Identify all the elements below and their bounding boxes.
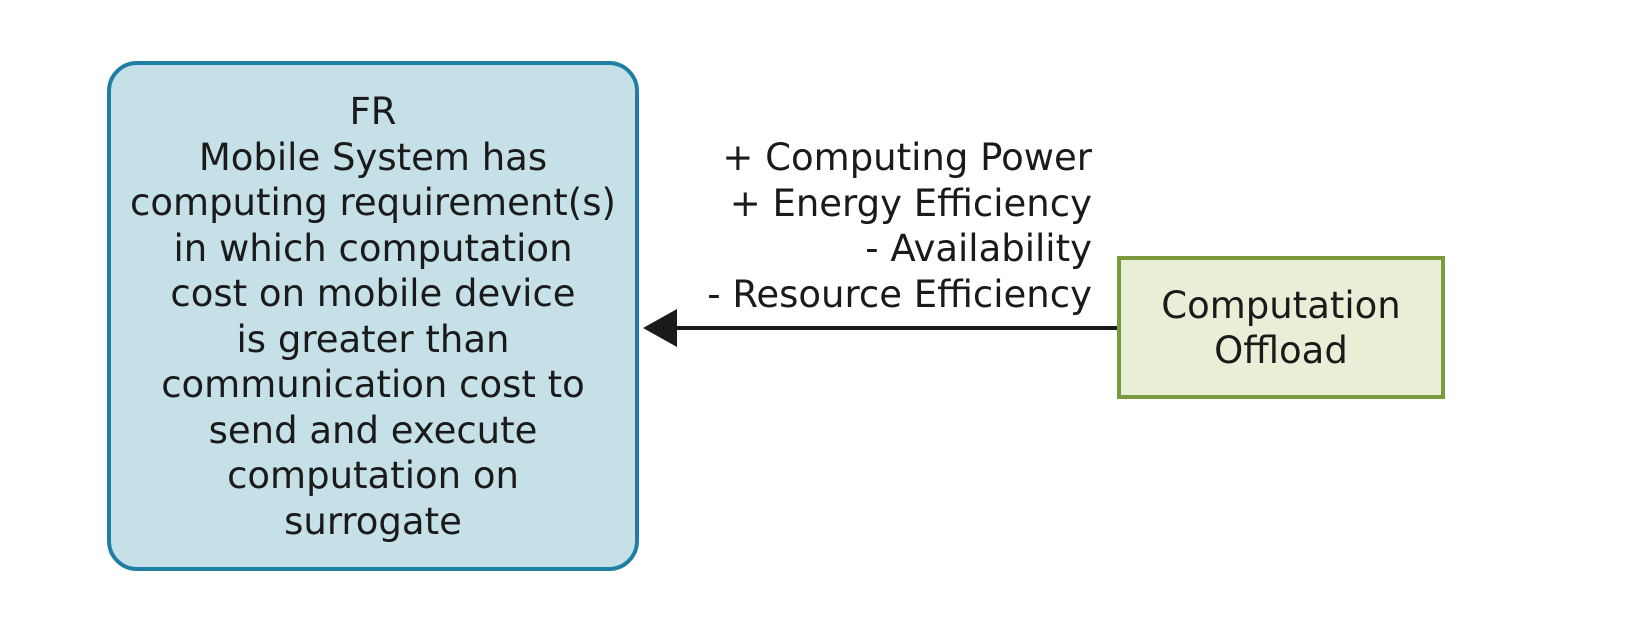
functional-requirement-box: FR Mobile System has computing requireme… [107, 61, 639, 571]
requirement-text-line: computation on [227, 454, 519, 497]
effect-resource-efficiency: - Resource Efficiency [707, 272, 1092, 316]
effect-energy-efficiency: + Energy Efficiency [729, 181, 1092, 225]
edge-effects-list: + Computing Power + Energy Efficiency - … [707, 135, 1092, 317]
requirement-text-line: cost on mobile device [170, 272, 576, 315]
requirement-text-line: send and execute [208, 408, 538, 452]
requirement-text-line: is greater than [236, 317, 510, 361]
tactic-label-line: Computation [1161, 283, 1401, 327]
tactic-label-line: Offload [1214, 328, 1348, 372]
requirement-text-line: communication cost to [161, 363, 585, 406]
requirement-text-line: Mobile System has [198, 135, 548, 179]
effect-computing-power: + Computing Power [722, 136, 1092, 179]
requirement-text-line: in which computation [173, 226, 573, 270]
requirement-text-line: surrogate [284, 499, 462, 543]
effect-availability: - Availability [865, 227, 1092, 270]
computation-offload-tactic-box: Computation Offload [1117, 256, 1445, 399]
arrow-head-icon [643, 309, 677, 347]
requirement-label: FR [349, 90, 397, 133]
requirement-text-line: computing requirement(s) [130, 181, 616, 224]
